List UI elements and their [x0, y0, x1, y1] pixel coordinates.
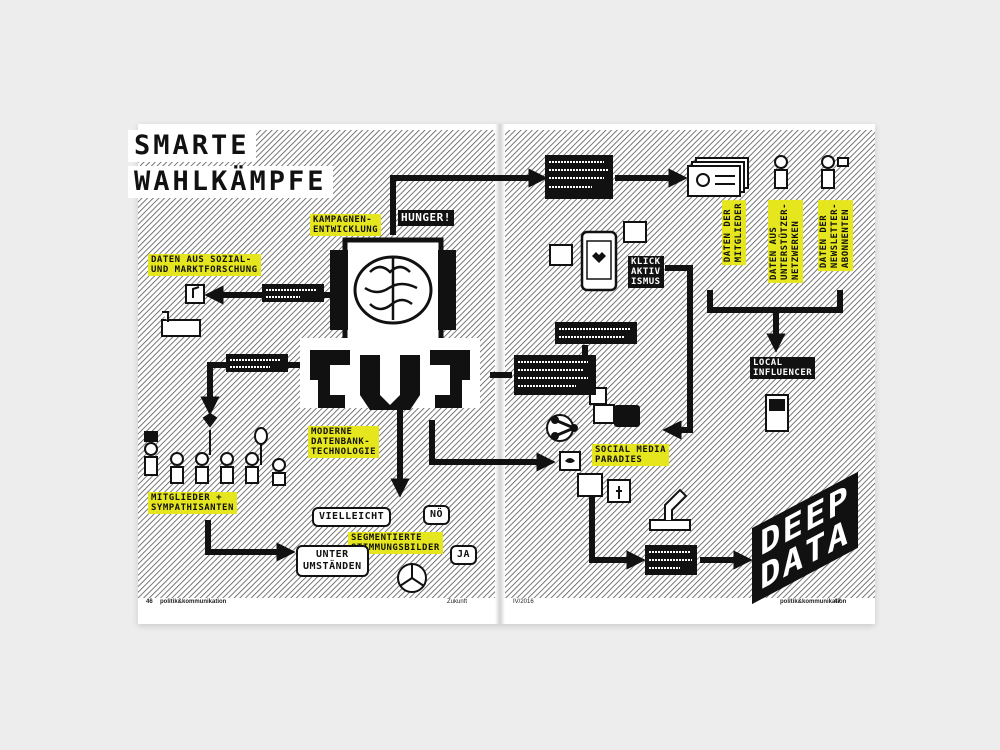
footer-right-issue: IV/2016: [513, 599, 534, 605]
label-local-influencer: LOCAL INFLUENCER: [750, 357, 816, 379]
bubble-unter-umstaenden: UNTER UMSTÄNDEN: [296, 545, 369, 577]
vertical-label-unterstuetzer: DATEN AUS UNTERSTÜTZER- NETZWERKEN: [768, 200, 803, 283]
bubble-ja: JA: [450, 545, 478, 565]
label-social-media: SOCIAL MEDIA PARADIES: [592, 444, 670, 466]
footer-right-publication: politik&kommunikation: [780, 599, 847, 605]
footer-right-page-number: 47: [834, 599, 841, 605]
label-sozial: DATEN AUS SOZIAL- UND MARKTFORSCHUNG: [148, 254, 261, 276]
arrow-top: [390, 168, 548, 235]
label-mitglieder: MITGLIEDER + SYMPATHISANTEN: [148, 492, 237, 514]
music-note-icon: [185, 284, 205, 304]
page-title-line2: WAHLKÄMPFE: [128, 166, 333, 198]
twitter-icon: [559, 451, 581, 471]
page-title-line1: SMARTE: [128, 130, 256, 162]
brain-octopus-icon: [300, 237, 480, 410]
arrow-klick-down: [662, 265, 693, 440]
pie-chart-icon: [397, 563, 427, 593]
id-cards-icon: [687, 157, 749, 197]
couch-icon: [161, 311, 201, 337]
bubble-vielleicht: VIELLEICHT: [312, 507, 392, 527]
vertical-label-newsletter: DATEN DER NEWSLETTER- ABONNENTEN: [818, 200, 853, 272]
spread-gutter: [495, 124, 505, 624]
supporters-people-icon: [144, 412, 286, 486]
label-segmentierte: SEGMENTIERTE STIMMUNGSBILDER: [348, 532, 443, 554]
bubble-noe: NÖ: [423, 505, 451, 525]
share-network-icon: [546, 414, 578, 442]
vertical-label-mitglieder: DATEN DER MITGLIEDER: [722, 200, 746, 266]
arrow-down-social: [589, 490, 646, 570]
facebook-icon: [607, 479, 631, 503]
label-hunger: HUNGER!: [398, 210, 454, 226]
thumbs-up-icon: [549, 221, 647, 497]
microscope-icon: [649, 488, 691, 531]
local-influencer-icon: [765, 394, 789, 432]
label-moderne: MODERNE DATENBANK- TECHNOLOGIE: [308, 426, 380, 458]
footer-left-section: Zukunft: [447, 599, 468, 605]
footer-left-publication: politik&kommunikation: [160, 599, 227, 605]
newsletter-people-icon: [774, 155, 849, 189]
label-klick: KLICK AKTIV ISMUS: [628, 256, 664, 288]
smartphone-icon: [580, 230, 618, 292]
footer-left-page-number: 46: [146, 599, 153, 605]
arrow-to-social: [429, 420, 556, 472]
label-kampagnen: KAMPAGNEN- ENTWICKLUNG: [310, 214, 382, 236]
arrow-mitglieder-unter: [205, 520, 296, 562]
info-box-text-lines: [230, 161, 692, 569]
